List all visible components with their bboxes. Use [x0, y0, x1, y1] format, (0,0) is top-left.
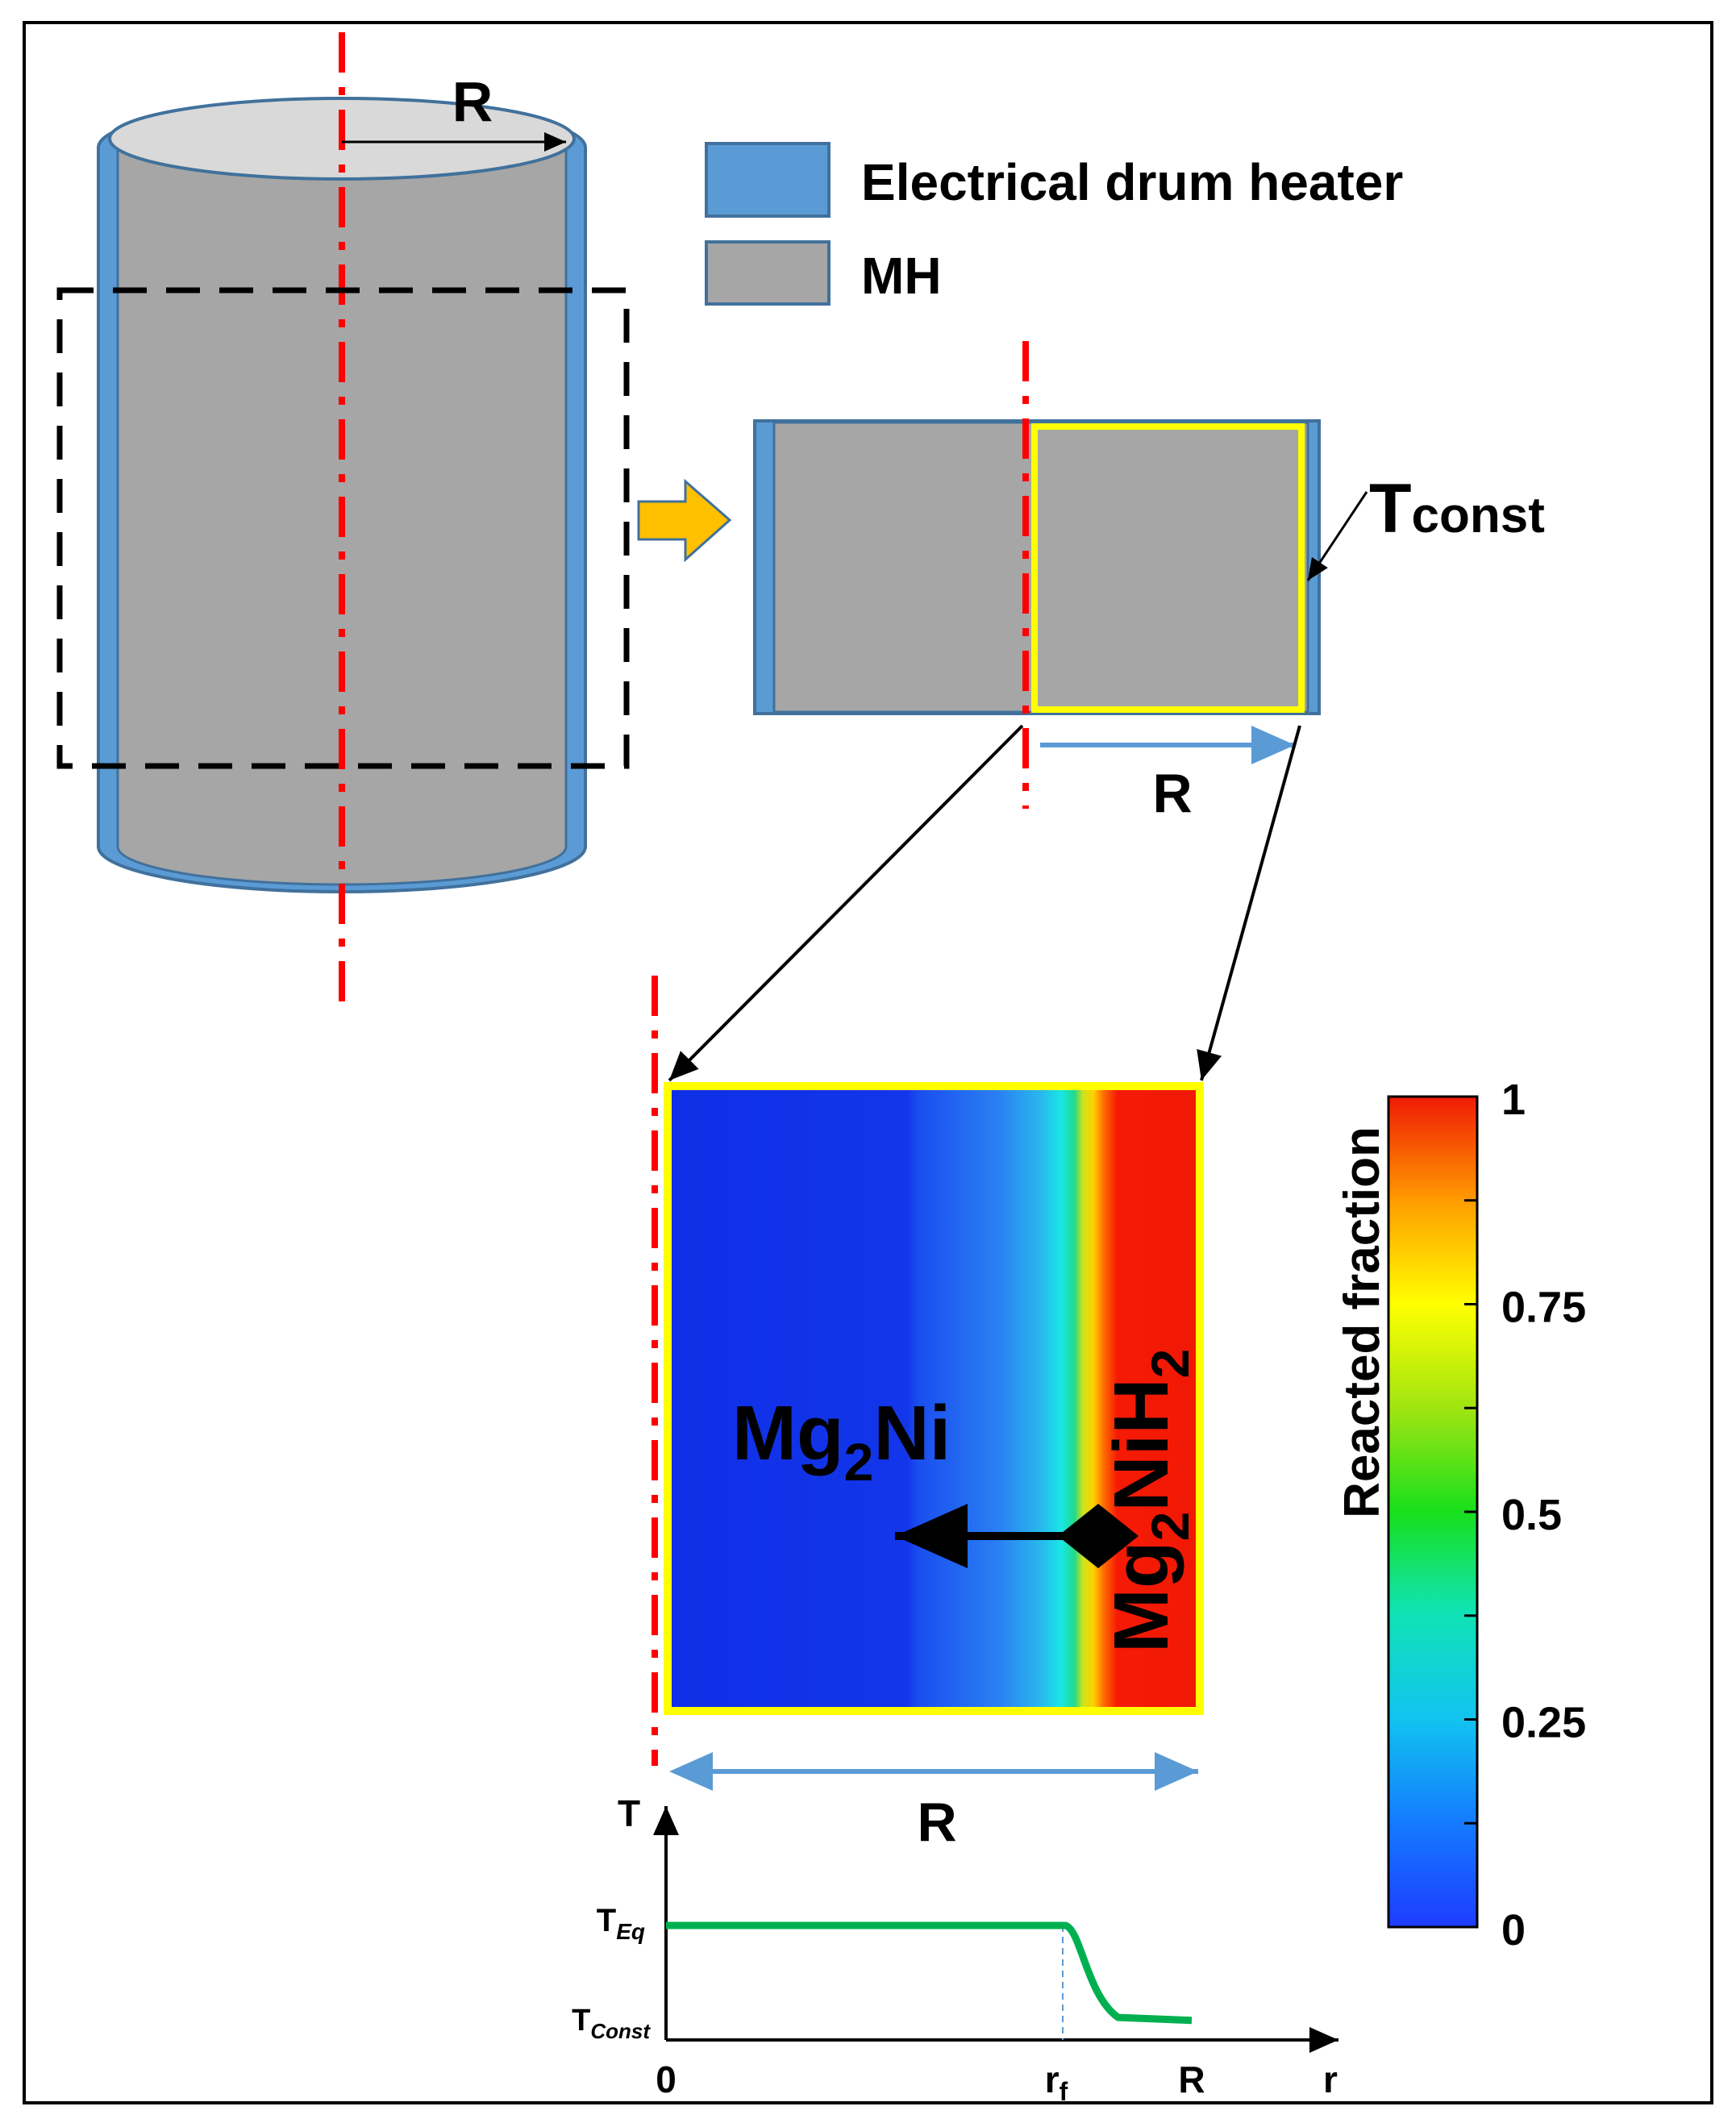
- figure-border: [23, 21, 1713, 2104]
- contour-plot: Mg2Ni Mg2NiH2 R: [652, 976, 1204, 1853]
- legend-label-heater: Electrical drum heater: [861, 153, 1403, 211]
- colorbar-ticks: 0 0.25 0.5 0.75 1: [1464, 1076, 1586, 1954]
- chart-xtick-rf: rf: [1045, 2058, 1068, 2106]
- transition-arrow: [637, 478, 732, 563]
- colorbar-tick-label: 0.5: [1501, 1491, 1562, 1539]
- colorbar-tick-label: 0.25: [1501, 1699, 1586, 1747]
- temperature-profile-line: [666, 1921, 1193, 2025]
- phase-label-mg2nih2: Mg2NiH2: [1098, 1349, 1200, 1653]
- chart-ylabel: T: [618, 1792, 640, 1834]
- legend-swatch-mh: [705, 240, 831, 306]
- chart-xtick-R: R: [1178, 2058, 1205, 2100]
- cross-section-radius-label: R: [1152, 763, 1192, 824]
- section-selection-box: [56, 287, 630, 769]
- colorbar: 0 0.25 0.5 0.75 1 Reacted fraction: [1334, 1076, 1586, 1954]
- chart-xtick-0: 0: [656, 2058, 676, 2100]
- contour-yellow-border: [664, 1082, 1204, 1715]
- cylinder-radius-label: R: [452, 70, 493, 133]
- boundary-condition-label: Tconst: [1369, 470, 1545, 547]
- legend: Electrical drum heater MH: [705, 142, 1403, 306]
- colorbar-tick-label: 1: [1501, 1076, 1526, 1124]
- legend-label-mh: MH: [861, 247, 942, 305]
- zoom-line-left: [668, 724, 1024, 1082]
- colorbar-title: Reacted fraction: [1334, 1126, 1390, 1518]
- phase-label-mg2ni: Mg2Ni: [732, 1390, 951, 1492]
- boundary-leader-line: [1306, 491, 1368, 581]
- contour-field: [668, 1086, 1200, 1711]
- chart-ytick-tconst: TConst: [572, 2004, 651, 2043]
- cross-section: Tconst R: [753, 341, 1545, 824]
- colorbar-tick-label: 0.75: [1501, 1284, 1586, 1332]
- chart-xlabel: r: [1323, 2058, 1338, 2100]
- cross-section-mh: [772, 421, 1309, 714]
- colorbar-gradient: [1387, 1095, 1479, 1929]
- contour-radius-label: R: [917, 1792, 956, 1853]
- colorbar-tick-label: 0: [1501, 1906, 1526, 1954]
- legend-swatch-heater: [705, 142, 831, 218]
- temperature-profile-chart: T r TEq TConst 0 rf R: [572, 1792, 1338, 2106]
- cylinder: R: [56, 32, 630, 1001]
- computational-domain-box: [1031, 423, 1305, 713]
- zoom-line-right: [1197, 725, 1301, 1081]
- chart-ytick-teq: TEq: [597, 1903, 645, 1944]
